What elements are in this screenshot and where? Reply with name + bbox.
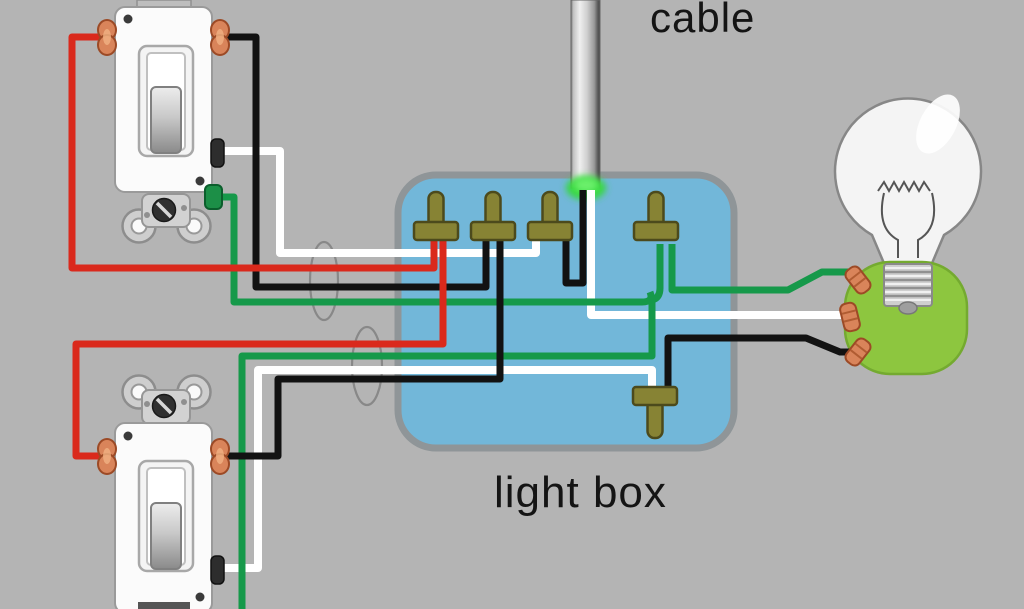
filament-support	[917, 192, 936, 258]
wire-nuts	[412, 190, 680, 440]
terminal-screw-icon	[844, 337, 872, 367]
screw-hole	[195, 176, 205, 186]
red-wire-bottom-switch	[72, 232, 447, 460]
cable-glow-core	[574, 178, 598, 192]
white-wire-top-switch	[220, 147, 540, 257]
bulb-terminals	[839, 265, 872, 367]
terminal-screw-icon	[97, 19, 117, 56]
black-wire-cable-conductor	[562, 190, 587, 287]
green-wire-top-switch	[210, 193, 655, 306]
toggle-handle	[150, 502, 182, 570]
common-terminal	[210, 138, 225, 168]
wire-nut	[469, 190, 517, 242]
red-wires	[68, 33, 447, 460]
black-wire-top-switch	[216, 33, 490, 291]
ground-terminal	[204, 184, 223, 210]
light-bulb-icon	[833, 94, 983, 274]
bulb-filament-icon	[877, 179, 931, 194]
power-cable	[566, 0, 606, 200]
green-wires	[210, 193, 860, 609]
screw-hole	[123, 14, 133, 24]
terminal-screw-icon	[210, 19, 230, 56]
light-bulb-fixture	[833, 94, 983, 376]
common-terminal	[210, 555, 225, 585]
wire-nut	[412, 190, 460, 242]
white-wire-cable-to-bulb	[587, 190, 846, 319]
screw-hole	[123, 431, 133, 441]
mounting-bracket	[121, 374, 212, 425]
mounting-strap	[138, 602, 190, 609]
green-wire-to-bulb	[668, 244, 860, 294]
wire-nut	[631, 385, 679, 440]
red-wire-top-switch	[68, 33, 438, 272]
black-wire-to-bulb	[664, 334, 858, 394]
screw-hole	[195, 592, 205, 602]
terminal-screw-icon	[97, 438, 117, 475]
black-wires	[216, 33, 858, 460]
filament-support	[880, 192, 899, 258]
terminal-screw-icon	[839, 301, 861, 333]
terminal-screw-icon	[844, 265, 872, 295]
bulb-screw-base-icon	[883, 263, 933, 315]
black-wire-bottom-switch	[216, 232, 504, 460]
three-way-switch-bottom	[97, 374, 230, 609]
toggle-handle	[150, 86, 182, 154]
cable-label: cable	[650, 0, 756, 41]
mounting-bracket	[121, 193, 212, 244]
wire-nut	[632, 190, 680, 242]
light-box-label: light box	[494, 468, 667, 517]
cable-loop-marker	[308, 240, 340, 322]
glass-highlight	[916, 94, 960, 154]
green-wire-bottom-switch	[238, 244, 664, 609]
cable-sheath	[570, 0, 601, 189]
three-way-switch-top	[97, 0, 230, 244]
wire-nut	[526, 190, 574, 242]
terminal-screw-icon	[210, 438, 230, 475]
